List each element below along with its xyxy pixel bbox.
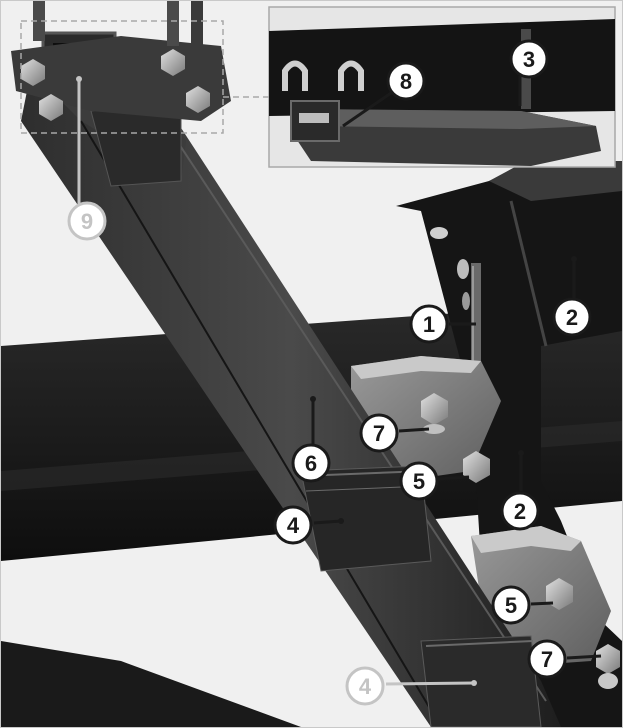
callout-2b-circle [500, 491, 540, 531]
callout-9-circle [67, 201, 107, 241]
hex-nut-5a [463, 451, 490, 483]
bracket-hole-3 [462, 292, 470, 310]
callout-1: 1 [409, 304, 449, 344]
detail-inset [268, 6, 616, 168]
callout-6: 6 [291, 443, 331, 483]
bracket-hole-1 [430, 227, 448, 239]
callout-3: 3 [509, 39, 549, 79]
callout-1-circle [409, 304, 449, 344]
callout-7a-label: 7 [373, 421, 385, 446]
callout-4a-label: 4 [287, 513, 300, 538]
callout-9-label: 9 [81, 209, 93, 234]
sleeve-line-3 [425, 640, 534, 647]
callout-4b: 4 [345, 666, 385, 706]
callout-5a-circle [399, 461, 439, 501]
callout-8: 8 [386, 61, 426, 101]
callout-3-circle [509, 39, 549, 79]
callout-2a: 2 [552, 297, 592, 337]
callout-3-label: 3 [523, 47, 535, 72]
callout-5b-circle [491, 585, 531, 625]
detail-region-box [20, 20, 224, 134]
lower-beam [1, 641, 301, 727]
bracket-hole-2 [457, 259, 469, 279]
callout-7b-label: 7 [541, 647, 553, 672]
callout-1-label: 1 [423, 312, 435, 337]
callout-4a: 4 [273, 505, 313, 545]
u-bolt-3 [191, 1, 203, 46]
callout-8-circle [386, 61, 426, 101]
callout-4b-label: 4 [359, 674, 372, 699]
bracket-2-top [489, 161, 622, 201]
clamp-plate-lower-top [471, 526, 581, 553]
top-nuts [21, 49, 210, 121]
callout-5b: 5 [491, 585, 531, 625]
callout-6-label: 6 [305, 451, 317, 476]
tube-sleeve-bottom [420, 635, 542, 727]
callout-4a-circle [273, 505, 313, 545]
square-tube-edge-1 [120, 55, 547, 702]
callout-5b-label: 5 [505, 593, 517, 618]
hex-nut-7b [596, 644, 620, 689]
tube-sleeve-mid [300, 465, 432, 572]
callout-4b-circle [345, 666, 385, 706]
callout-7a-circle [359, 413, 399, 453]
bolt-1-shaft [471, 263, 481, 363]
u-bolt-1 [33, 1, 45, 41]
callout-2b-label: 2 [514, 499, 526, 524]
callout-2b: 2 [500, 491, 540, 531]
callout-5a: 5 [399, 461, 439, 501]
u-bolt-2 [167, 1, 179, 46]
leader-lines [76, 76, 602, 686]
callout-8-label: 8 [400, 69, 412, 94]
hex-nut-7a [421, 393, 448, 434]
clamp-plate-upper-top [351, 356, 481, 379]
square-tube-edge-2 [80, 120, 442, 727]
callout-5a-label: 5 [413, 469, 425, 494]
callout-7b: 7 [527, 639, 567, 679]
callout-2a-circle [552, 297, 592, 337]
callout-9: 9 [67, 201, 107, 241]
callout-2a-label: 2 [566, 305, 578, 330]
bracket-2-edge [509, 200, 548, 347]
callout-layer: 9 8 3 2 1 7 6 5 2 4 5 7 4 [67, 39, 592, 706]
callout-6-circle [291, 443, 331, 483]
callout-7b-circle [527, 639, 567, 679]
callout-7a: 7 [359, 413, 399, 453]
